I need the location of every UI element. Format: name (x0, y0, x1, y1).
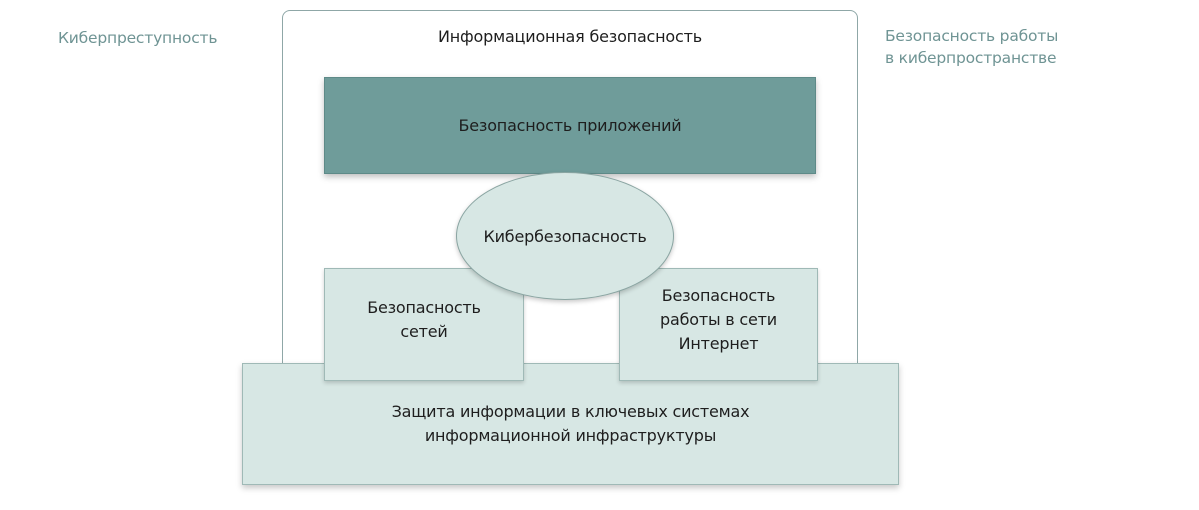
cybercrime-label: Киберпреступность (58, 29, 218, 47)
application-security-box: Безопасность приложений (324, 77, 816, 174)
application-security-label: Безопасность приложений (458, 115, 682, 135)
cybersecurity-ellipse: Кибербезопасность (456, 172, 674, 300)
internet-security-line1: Безопасность (661, 285, 776, 305)
network-security-line1: Безопасность (367, 297, 481, 317)
cybersecurity-label: Кибербезопасность (483, 226, 647, 246)
cyberspace-safety-label: Безопасность работы в киберпространстве (885, 25, 1115, 69)
information-security-title: Информационная безопасность (438, 27, 702, 46)
cyberspace-safety-label-line2: в киберпространстве (885, 49, 1057, 67)
internet-security-line3: Интернет (678, 333, 759, 353)
internet-security-line2: работы в сети (660, 309, 777, 329)
network-security-line2: сетей (400, 321, 448, 341)
infrastructure-protection-line1: Защита информации в ключевых системах (391, 402, 750, 421)
network-security-box: Безопасность сетей (324, 268, 524, 381)
internet-security-box: Безопасность работы в сети Интернет (619, 268, 818, 381)
cyberspace-safety-label-line1: Безопасность работы (885, 27, 1059, 45)
infrastructure-protection-line2: информационной инфраструктуры (424, 426, 717, 445)
infrastructure-protection-box: Защита информации в ключевых системах ин… (242, 363, 899, 485)
